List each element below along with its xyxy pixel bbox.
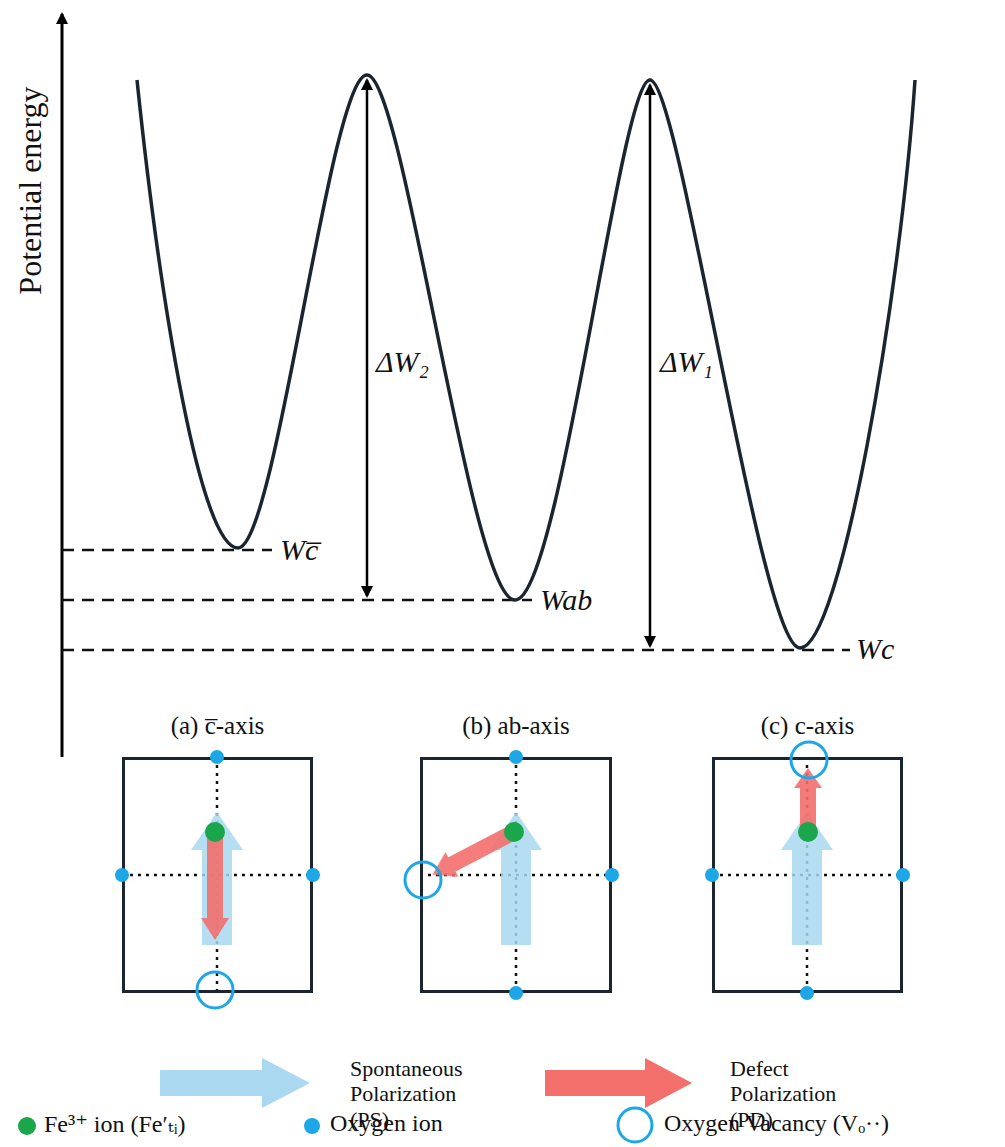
legend-text: Oxygen ion [330, 1110, 443, 1137]
potential-curve [137, 75, 915, 648]
spontaneous-arrow [191, 812, 833, 945]
legend-text: Fe³⁺ ion (Fe′ₜᵢ) [44, 1110, 186, 1138]
level-label: Wab [540, 583, 592, 617]
axis-title: Potential energy [12, 86, 49, 294]
legend-text: Oxygen Vacancy (Vₒ··) [664, 1110, 889, 1137]
y-axis [61, 14, 64, 757]
barrier-label: ΔW₁ [660, 345, 713, 379]
level-line [62, 649, 850, 652]
level-line [62, 599, 532, 602]
legend-dot [304, 1118, 320, 1134]
barrier-arrow [649, 85, 652, 646]
legend-arrow [160, 1058, 310, 1108]
oxygen-ion [115, 750, 910, 1000]
lattice-cell: (b) ab-axis [420, 757, 612, 993]
legend-dot [18, 1117, 36, 1135]
legend-circle [618, 1108, 652, 1142]
fe-ion [205, 822, 818, 842]
lattice-cell: (a) c̅-axis [122, 757, 313, 993]
barrier-label: ΔW₂ [376, 345, 429, 379]
barrier-arrow [366, 80, 369, 596]
level-label: Wc [856, 632, 894, 666]
legend-arrow [545, 1058, 692, 1108]
defect-arrow [201, 768, 822, 940]
panel-heading: (a) c̅-axis [171, 712, 265, 740]
panel-heading: (b) ab-axis [462, 712, 570, 740]
level-label: Wc̅ [280, 533, 318, 567]
lattice-cell: (c) c-axis [712, 757, 903, 993]
lattice-lines [122, 757, 903, 993]
oxygen-vacancy [197, 742, 827, 1008]
panel-heading: (c) c-axis [761, 712, 855, 740]
